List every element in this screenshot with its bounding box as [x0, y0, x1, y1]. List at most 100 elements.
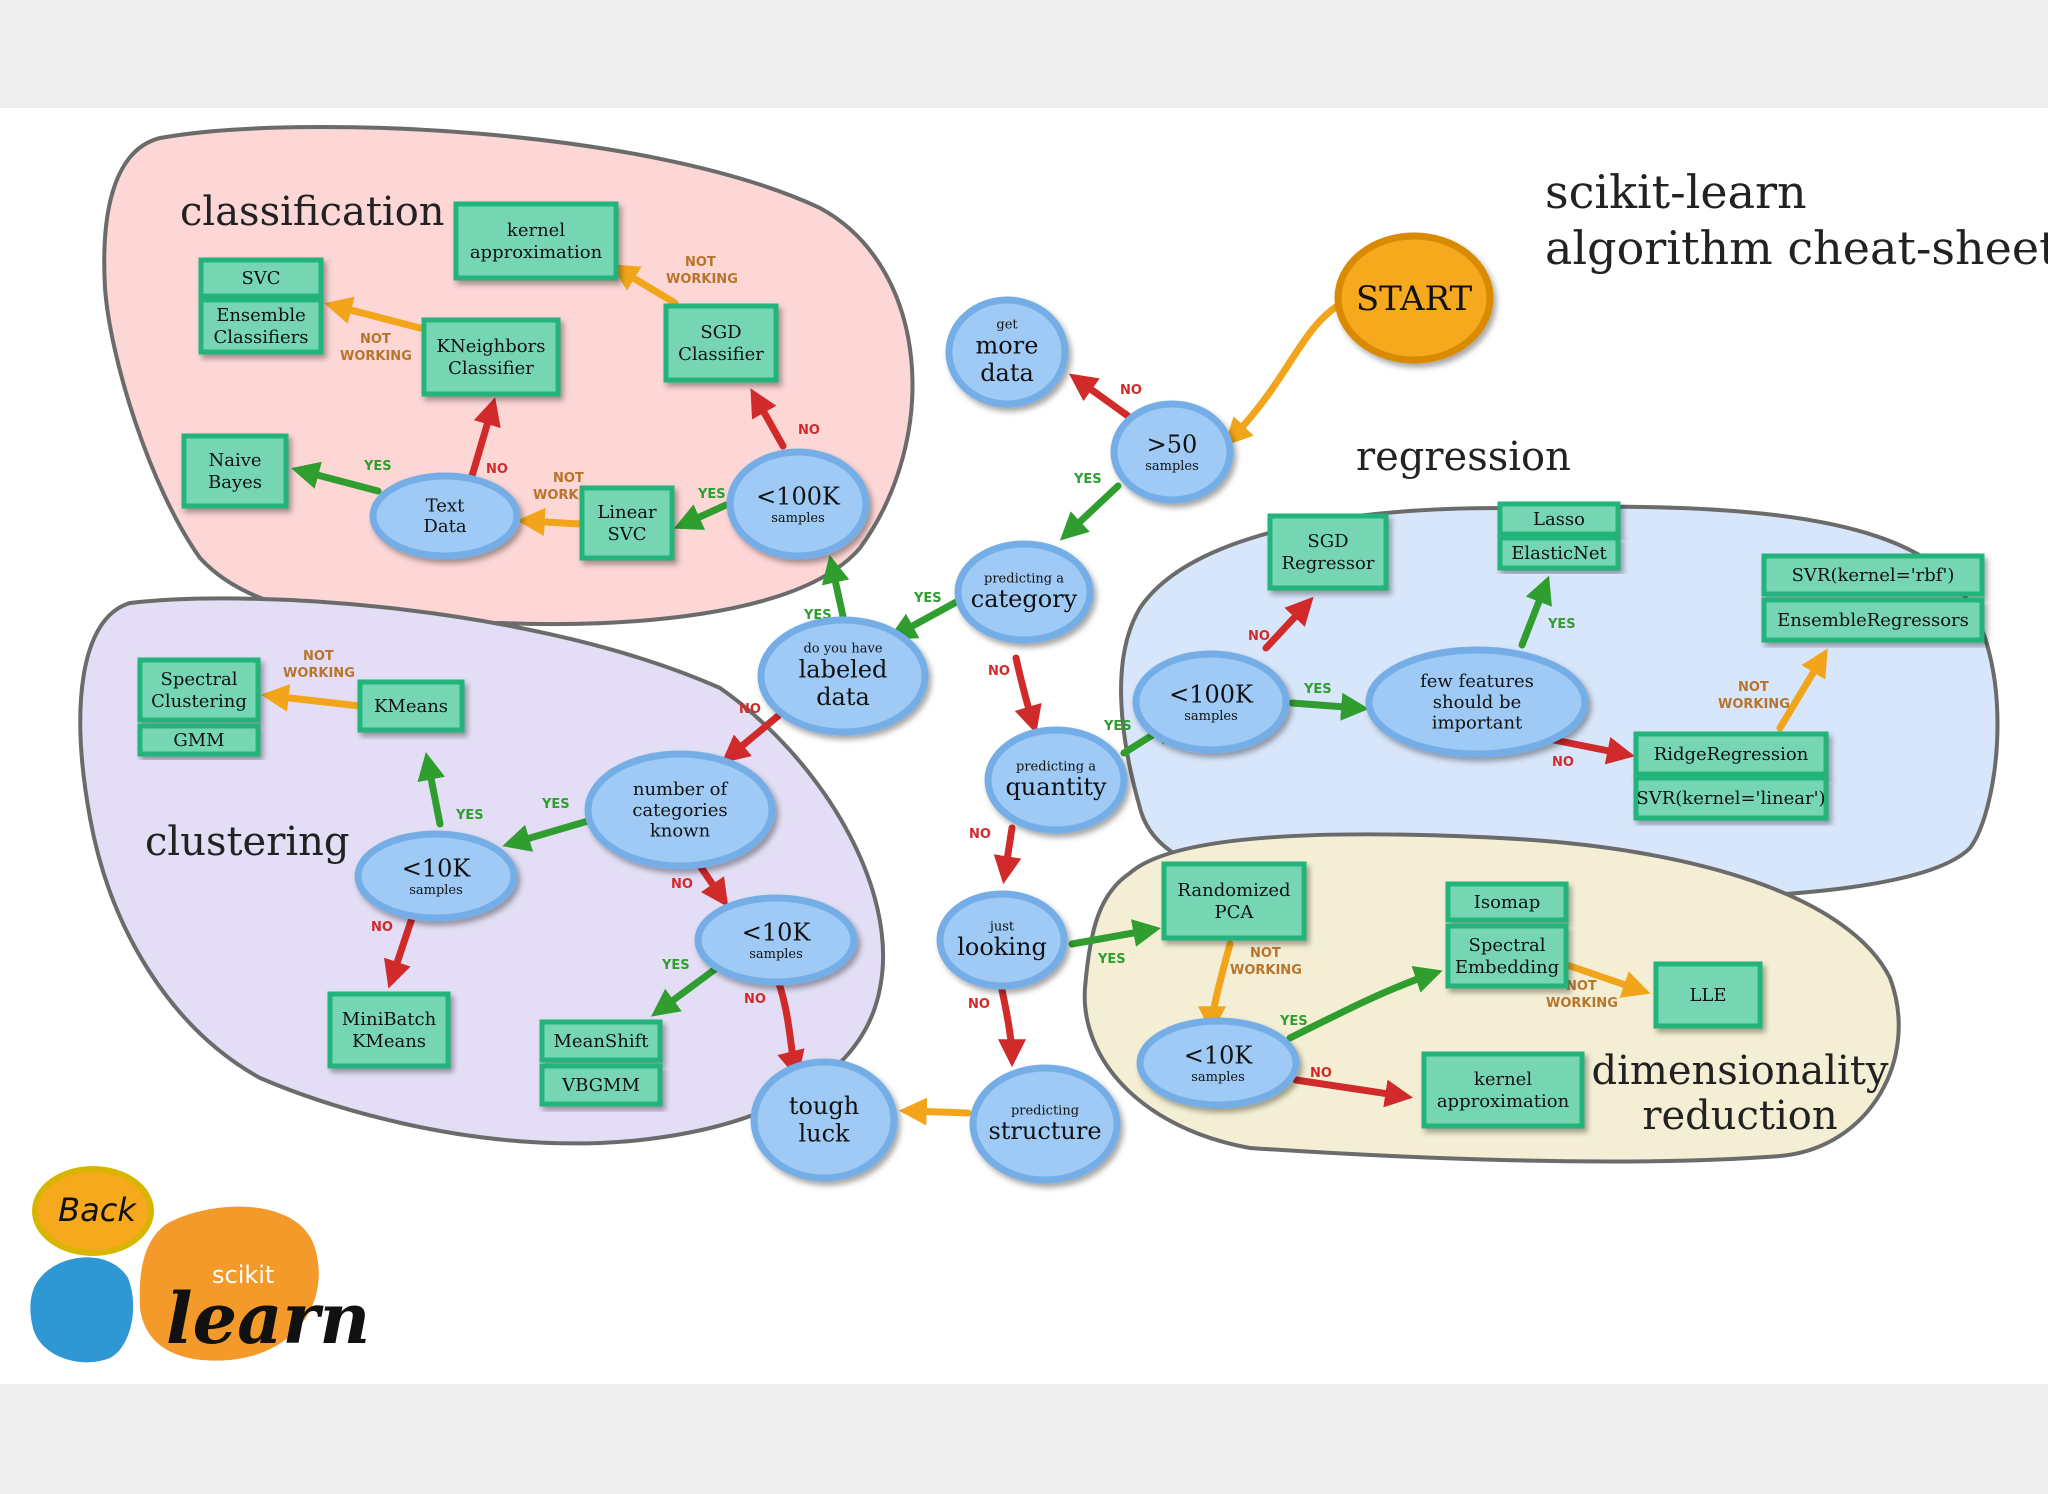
decision-text: samples: [409, 883, 463, 898]
decision-ellipse: [984, 726, 1128, 834]
edge-numcat-lt10k: [502, 817, 592, 852]
flowchart-diagram: classification clustering regression dim…: [30, 124, 2048, 1363]
label-yes: YES: [1103, 719, 1132, 734]
estimator-text: EnsembleRegressors: [1777, 610, 1969, 631]
label-yes: YES: [1097, 952, 1126, 967]
estimator-rect[interactable]: [1633, 731, 1829, 777]
estimator-text: Isomap: [1474, 892, 1541, 913]
estimator-rect[interactable]: [1497, 501, 1621, 537]
cheat-sheet-canvas: classification clustering regression dim…: [0, 108, 2048, 1384]
label-not: NOT: [303, 649, 334, 664]
decision-ellipse: [757, 616, 929, 736]
estimator-text: LLE: [1689, 985, 1726, 1006]
estimator-text: SVR(kernel='linear'): [1636, 788, 1825, 809]
label-yes: YES: [1073, 472, 1102, 487]
estimator-rect[interactable]: [1633, 775, 1829, 821]
decision-text: more: [976, 331, 1039, 359]
estimator-rect[interactable]: [1497, 535, 1621, 571]
estimator-rect[interactable]: [663, 303, 779, 383]
decision-text: data: [980, 359, 1034, 387]
estimator-rect[interactable]: [198, 257, 324, 299]
label-not: NOT: [1738, 680, 1769, 695]
estimator-rect[interactable]: [198, 297, 324, 355]
label-no: NO: [486, 462, 508, 477]
label-not: NOT: [1250, 946, 1281, 961]
region-label-regression: regression: [1356, 434, 1571, 480]
decision-text: samples: [1184, 709, 1238, 724]
estimator-rect[interactable]: [1421, 1051, 1585, 1129]
label-no: NO: [798, 423, 820, 438]
estimator-text: kernel: [1474, 1069, 1532, 1090]
label-working: WORKING: [340, 349, 412, 364]
estimator-text: Embedding: [1455, 957, 1559, 978]
label-working: WORKING: [1718, 697, 1790, 712]
region-label-dimred-1: dimensionality: [1591, 1048, 1888, 1094]
estimator-text: SGD: [1307, 531, 1348, 552]
estimator-rect[interactable]: [181, 433, 289, 509]
estimator-rect[interactable]: [539, 1019, 663, 1063]
start-ellipse[interactable]: [1334, 232, 1494, 364]
decision-ellipse: [750, 1058, 898, 1182]
estimator-rect[interactable]: [1445, 881, 1569, 923]
label-not: NOT: [553, 471, 584, 486]
estimator-rect[interactable]: [357, 679, 465, 733]
region-label-clustering: clustering: [145, 819, 350, 865]
back-label: Back: [58, 1191, 137, 1229]
estimator-rect[interactable]: [453, 201, 619, 281]
estimator-text: SVC: [607, 524, 646, 545]
estimator-rect[interactable]: [327, 991, 451, 1069]
decision-text: <10K: [402, 854, 472, 882]
edge-fewfeat-ridge: [1550, 736, 1635, 765]
label-yes: YES: [455, 808, 484, 823]
decision-ellipse: [584, 750, 776, 870]
decision-text: get: [996, 318, 1018, 333]
decision-ellipse: [1365, 646, 1589, 758]
decision-text: data: [816, 683, 870, 711]
decision-ellipse: [1110, 400, 1234, 504]
edge-fewfeat-lasso: [1518, 575, 1552, 649]
back-ellipse[interactable]: [32, 1166, 154, 1256]
label-working: WORKING: [1230, 963, 1302, 978]
estimator-text: KNeighbors: [437, 336, 546, 357]
edge-sgd-kernel: [610, 264, 679, 307]
estimator-rect[interactable]: [1761, 597, 1985, 643]
region-label-dimred-2: reduction: [1642, 1093, 1837, 1139]
box-ridge-regression: RidgeRegression: [1633, 731, 1829, 777]
estimator-rect[interactable]: [421, 317, 561, 397]
estimator-rect[interactable]: [137, 657, 261, 723]
label-not: NOT: [360, 332, 391, 347]
estimator-rect[interactable]: [137, 723, 261, 757]
box-kmeans: KMeans: [357, 679, 465, 733]
edge-lt100k-fewfeat: [1288, 692, 1370, 721]
label-not: NOT: [685, 255, 716, 270]
scikit-learn-logo[interactable]: scikit learn: [30, 1206, 370, 1363]
estimator-rect[interactable]: [1267, 513, 1389, 591]
estimator-text: Spectral: [161, 669, 238, 690]
box-gmm: GMM: [137, 723, 261, 757]
estimator-rect[interactable]: [1161, 861, 1307, 941]
edge-lt10k-minibatch: [384, 914, 416, 989]
estimator-text: Classifiers: [214, 327, 309, 348]
label-no: NO: [988, 664, 1010, 679]
title-line-2: algorithm cheat-sheet: [1545, 221, 2048, 275]
edge-looking-pca: [1068, 919, 1162, 948]
start-node[interactable]: START: [1334, 232, 1494, 364]
edge-lt10k-spectralemb: [1286, 966, 1443, 1042]
estimator-text: PCA: [1215, 902, 1255, 923]
estimator-rect[interactable]: [1761, 553, 1985, 597]
edge-lt100k-sgd: [750, 388, 787, 450]
estimator-rect[interactable]: [539, 1063, 663, 1107]
back-button[interactable]: Back: [32, 1166, 154, 1256]
estimator-rect[interactable]: [1445, 923, 1569, 989]
estimator-text: Linear: [597, 502, 657, 523]
label-no: NO: [371, 920, 393, 935]
estimator-rect[interactable]: [1653, 961, 1763, 1029]
estimator-rect[interactable]: [579, 485, 675, 561]
